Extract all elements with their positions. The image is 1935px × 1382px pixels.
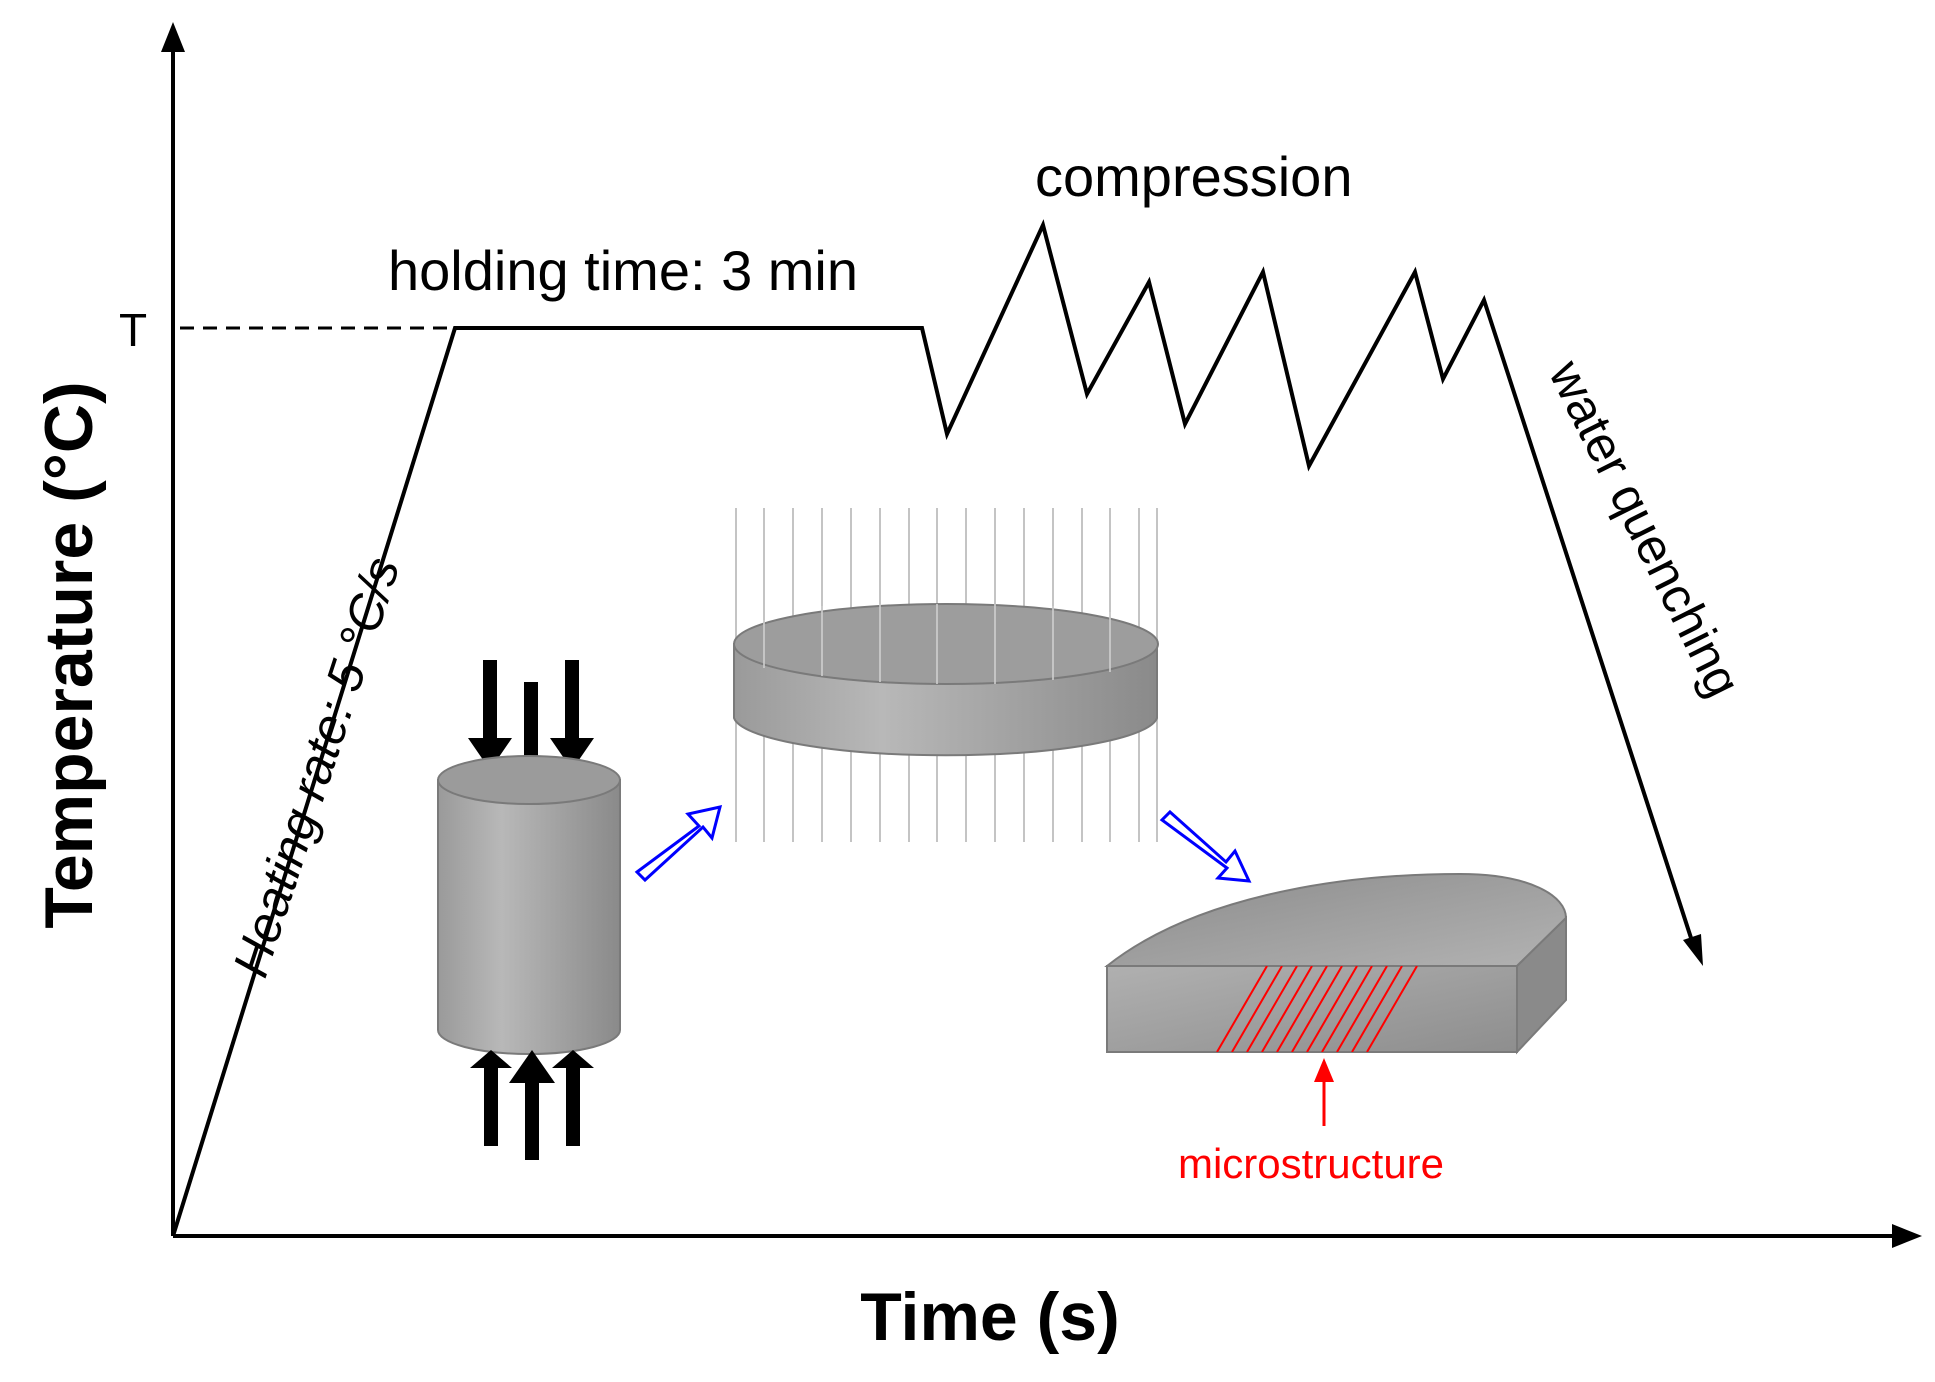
flow-arrow-2 xyxy=(1159,809,1252,883)
water-quenching-label: water quenching xyxy=(1538,351,1752,705)
holding-time-label: holding time: 3 min xyxy=(388,239,858,302)
flow-arrow-1 xyxy=(634,805,723,883)
axes xyxy=(171,45,1898,1238)
x-axis-title: Time (s) xyxy=(860,1279,1119,1355)
cut-specimen xyxy=(1104,872,1568,1055)
compression-label: compression xyxy=(1035,145,1352,208)
cylinder-specimen xyxy=(437,755,621,1055)
y-axis-arrowhead xyxy=(161,22,185,52)
compression-arrows-bottom xyxy=(470,1050,594,1160)
compressed-disk xyxy=(733,508,1159,842)
quenching-arrowhead xyxy=(1683,934,1703,966)
microstructure-region xyxy=(1216,966,1418,1052)
schedule-curve xyxy=(171,219,1694,1237)
x-axis-arrowhead xyxy=(1892,1224,1922,1248)
y-axis-title: Temperature (°C) xyxy=(31,381,107,928)
heating-rate-label: Heating rate: 5 °C/s xyxy=(222,551,410,984)
microstructure-pointer-head xyxy=(1314,1058,1334,1082)
t-mark-label: T xyxy=(119,304,147,356)
microstructure-label: microstructure xyxy=(1178,1140,1444,1187)
